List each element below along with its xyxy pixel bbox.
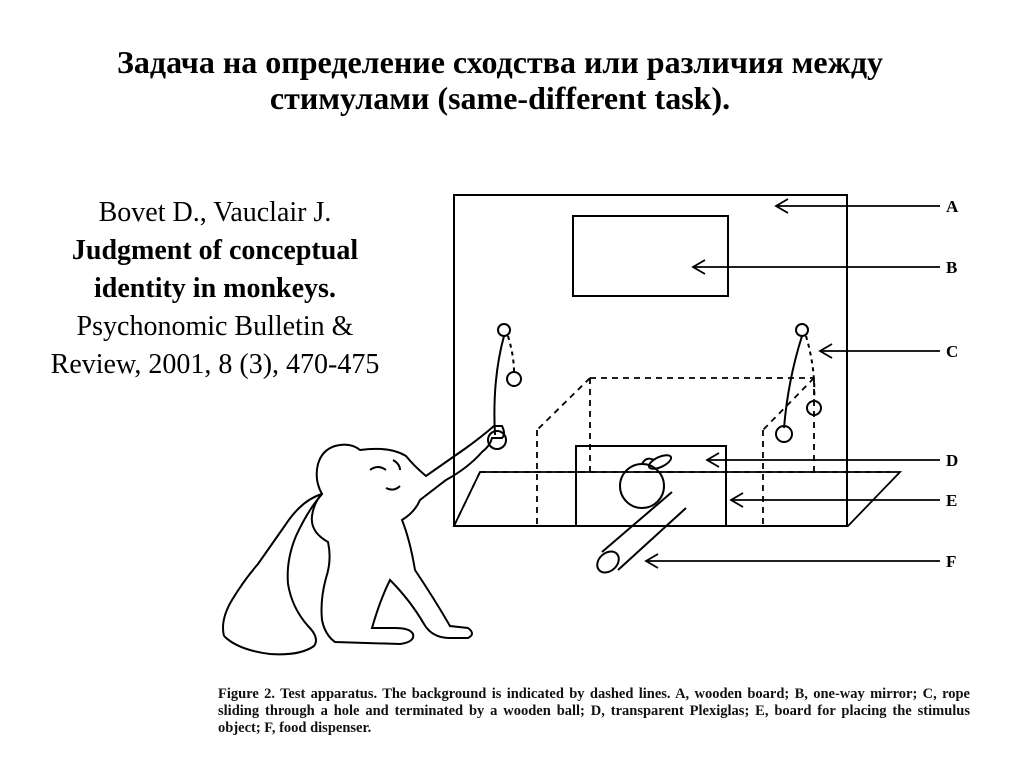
figure-label-e: E [946,491,957,510]
figure-label-d: D [946,451,958,470]
one-way-mirror [572,215,729,297]
callout-arrows [644,198,940,569]
dashed-background-box [453,377,890,527]
plexiglas-panel [575,445,727,527]
slide-title-line-1: Задача на определение сходства или разли… [116,44,883,80]
rope-left [493,323,522,436]
citation-block: Bovet D., Vauclair J. Judgment of concep… [0,194,430,384]
figure-label-f: F [946,552,956,571]
food-dispenser [596,491,687,574]
citation-authors: Bovet D., Vauclair J. [98,197,332,228]
slide-title-line-2: стимулами (same-different task). [269,80,731,116]
slide-title: Задача на определение сходства или разли… [0,44,1000,116]
citation-title-line-1: Judgment of conceptual [71,235,359,266]
rope-right [775,323,822,443]
figure-label-b: B [946,258,957,277]
figure-label-c: C [946,342,958,361]
citation-journal-line-2: Review, 2001, 8 (3), 470-475 [50,349,380,380]
citation-title-line-2: identity in monkeys. [94,273,336,304]
figure-caption: Figure 2. Test apparatus. The background… [218,686,970,736]
figure-label-a: A [946,197,959,216]
apparatus-figure: A B C D E F [222,194,959,656]
monkey-illustration [222,425,507,656]
citation-journal-line-1: Psychonomic Bulletin & [76,311,354,342]
apple-stimulus [619,463,665,509]
stimulus-board [452,471,903,527]
